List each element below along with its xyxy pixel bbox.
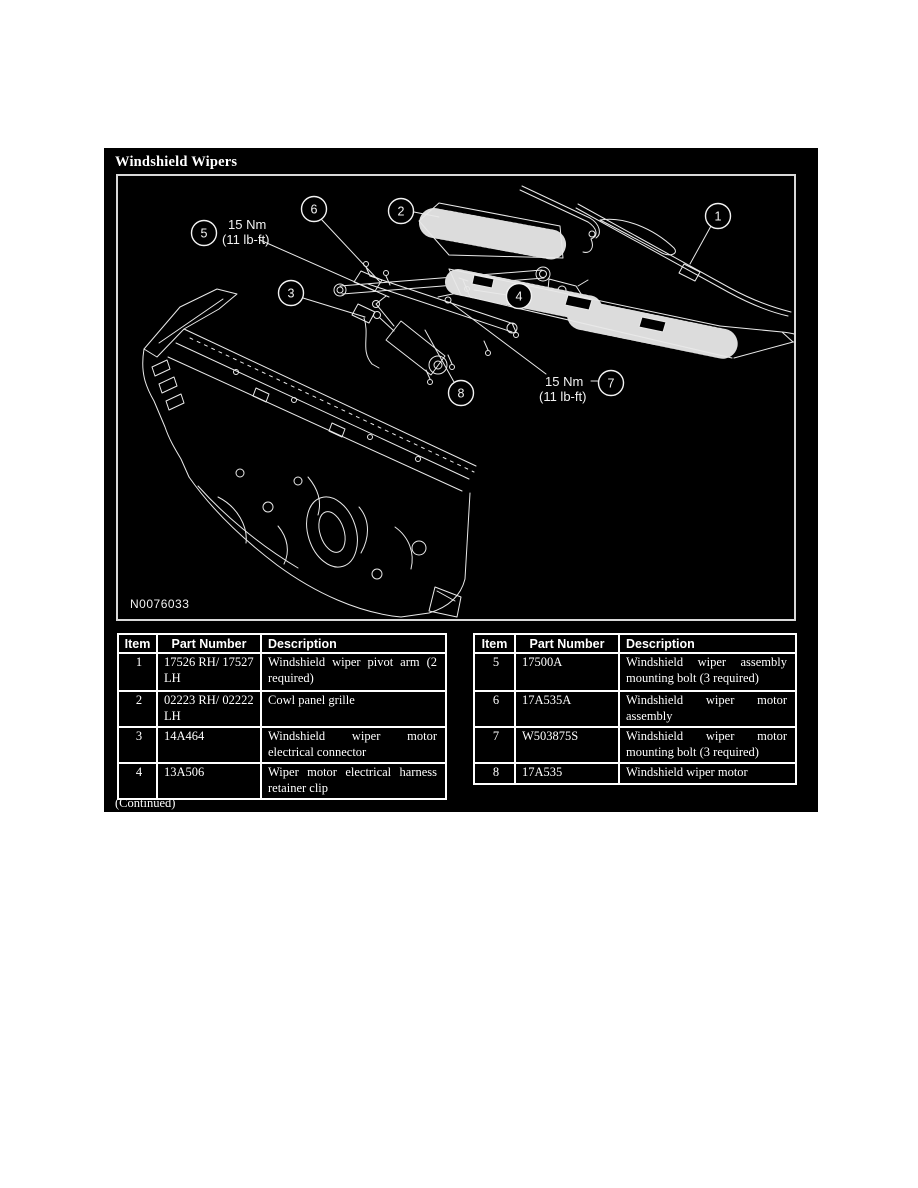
callouts: 1 2 3 4 5 <box>190 195 732 407</box>
callout-8: 8 <box>447 379 475 407</box>
callout-3: 3 <box>277 279 305 307</box>
cell-description: Windshield wiper motor assembly <box>618 690 795 726</box>
table-row: 5 17500A Windshield wiper assembly mount… <box>475 654 795 690</box>
callout-1: 1 <box>704 202 732 230</box>
cell-part-number: 14A464 <box>156 726 260 762</box>
wiper-blade-drawing <box>575 203 792 317</box>
cowl-grille-lower-drawing <box>445 268 794 359</box>
svg-text:1: 1 <box>715 210 722 224</box>
svg-text:15 Nm: 15 Nm <box>228 217 266 232</box>
cell-item: 4 <box>119 762 156 798</box>
cell-item: 2 <box>119 690 156 726</box>
continued-note: (Continued) <box>115 796 176 810</box>
cell-item: 3 <box>119 726 156 762</box>
parts-table-left: Item Part Number Description 1 17526 RH/… <box>117 633 447 800</box>
figure-id-label: N0076033 <box>130 597 189 611</box>
cell-item: 5 <box>492 655 500 669</box>
windshield-wipers-panel: Windshield Wipers <box>104 148 818 812</box>
table-row: 1 17526 RH/ 17527 LH Windshield wiper pi… <box>119 654 445 690</box>
cowl-panel-drawing <box>142 288 477 618</box>
table-row: 4 13A506 Wiper motor electrical harness … <box>119 762 445 798</box>
table-row: 7 W503875S Windshield wiper motor mounti… <box>475 726 795 762</box>
callout-7: 7 <box>597 369 625 397</box>
cell-description: Cowl panel grille <box>260 690 445 726</box>
table-row: 3 14A464 Windshield wiper motor electric… <box>119 726 445 762</box>
svg-text:(11 lb-ft): (11 lb-ft) <box>222 232 269 247</box>
cell-description: Windshield wiper motor electrical connec… <box>260 726 445 762</box>
cell-description: Windshield wiper motor mounting bolt (3 … <box>618 726 795 762</box>
table-row: 2 02223 RH/ 02222 LH Cowl panel grille <box>119 690 445 726</box>
wiper-diagram-svg: 1 2 3 4 5 <box>130 185 794 618</box>
cell-part-number: 02223 RH/ 02222 LH <box>156 690 260 726</box>
cell-part-number: 17A535A <box>514 690 618 726</box>
cell-part-number: 17A535 <box>514 762 618 783</box>
cowl-grille-upper-drawing <box>418 202 569 260</box>
cell-part-number: 17526 RH/ 17527 LH <box>156 654 260 690</box>
svg-text:5: 5 <box>201 227 208 241</box>
callout-4: 4 <box>505 282 533 310</box>
cell-item: 1 <box>135 655 143 669</box>
header-description: Description <box>618 635 795 654</box>
svg-text:15 Nm: 15 Nm <box>545 374 583 389</box>
wiper-arm-drawing <box>519 185 600 253</box>
table-row: 8 17A535 Windshield wiper motor <box>475 762 795 783</box>
leader-lines <box>259 211 712 383</box>
header-part-number: Part Number <box>514 635 618 654</box>
parts-table-right: Item Part Number Description 5 17500A Wi… <box>473 633 797 785</box>
header-item: Item <box>119 635 156 654</box>
cell-description: Windshield wiper pivot arm (2 required) <box>260 654 445 690</box>
cell-part-number: W503875S <box>514 726 618 762</box>
cell-description: Windshield wiper motor <box>618 762 795 783</box>
header-part-number: Part Number <box>156 635 260 654</box>
table-header-row: Item Part Number Description <box>119 635 445 654</box>
cell-description: Windshield wiper assembly mounting bolt … <box>618 654 795 690</box>
svg-text:2: 2 <box>398 205 405 219</box>
cell-part-number: 17500A <box>514 654 618 690</box>
svg-text:6: 6 <box>311 203 318 217</box>
panel-title: Windshield Wipers <box>115 154 238 170</box>
header-description: Description <box>260 635 445 654</box>
torque-label-right: 15 Nm (11 lb-ft) <box>539 374 586 404</box>
table-row: 6 17A535A Windshield wiper motor assembl… <box>475 690 795 726</box>
cell-item: 6 <box>475 690 514 726</box>
exploded-view-figure: 1 2 3 4 5 <box>116 174 796 621</box>
svg-text:(11 lb-ft): (11 lb-ft) <box>539 389 586 404</box>
svg-text:7: 7 <box>608 377 615 391</box>
cell-description: Wiper motor electrical harness retainer … <box>260 762 445 798</box>
torque-label-left: 15 Nm (11 lb-ft) <box>222 217 269 247</box>
cell-item: 8 <box>475 762 514 783</box>
callout-2: 2 <box>387 197 415 225</box>
cell-part-number: 13A506 <box>156 762 260 798</box>
svg-text:3: 3 <box>288 287 295 301</box>
callout-5: 5 <box>190 219 218 247</box>
callout-6: 6 <box>300 195 328 223</box>
svg-text:4: 4 <box>516 290 523 304</box>
table-header-row: Item Part Number Description <box>475 635 795 654</box>
svg-text:8: 8 <box>458 387 465 401</box>
header-item: Item <box>475 635 514 654</box>
cell-item: 7 <box>475 726 514 762</box>
